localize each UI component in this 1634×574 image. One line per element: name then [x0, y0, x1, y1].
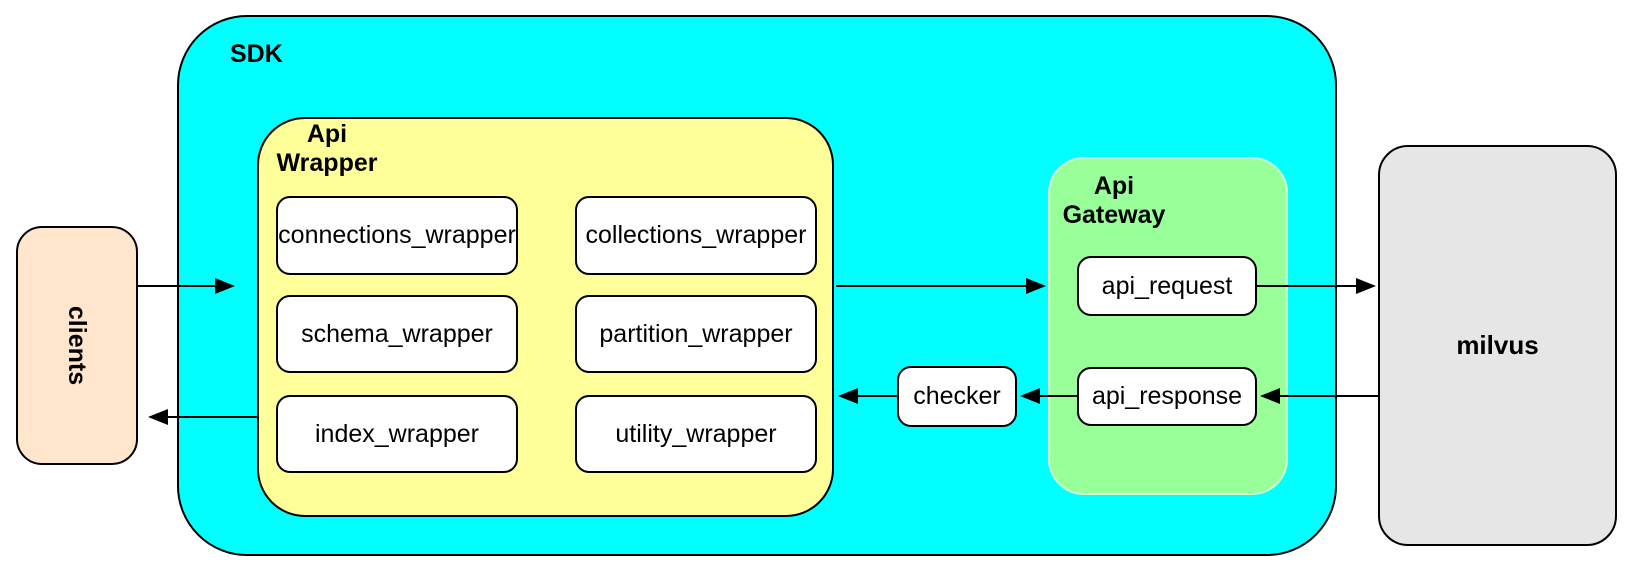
api-response-box: api_response — [1077, 367, 1257, 426]
api-gateway-label-line2: Gateway — [1062, 201, 1166, 229]
api-gateway-container — [1048, 157, 1288, 495]
collections-wrapper-box: collections_wrapper — [575, 196, 817, 275]
clients-node: clients — [16, 226, 138, 465]
connections-wrapper-box: connections_wrapper — [276, 196, 518, 275]
index-wrapper-box: index_wrapper — [276, 395, 518, 473]
partition-wrapper-box: partition_wrapper — [575, 295, 817, 373]
api-wrapper-label: Api Wrapper — [262, 120, 392, 178]
api-gateway-label-line1: Api — [1093, 172, 1135, 200]
schema-wrapper-box: schema_wrapper — [276, 295, 518, 373]
api-gateway-label: Api Gateway — [1048, 172, 1180, 230]
milvus-node: milvus — [1378, 145, 1617, 546]
sdk-label: SDK — [230, 40, 283, 68]
api-wrapper-label-line1: Api — [306, 120, 348, 148]
api-wrapper-label-line2: Wrapper — [276, 149, 378, 177]
clients-label: clients — [63, 305, 92, 386]
utility-wrapper-box: utility_wrapper — [575, 395, 817, 473]
api-request-box: api_request — [1077, 256, 1257, 316]
checker-box: checker — [897, 366, 1017, 427]
milvus-label: milvus — [1456, 330, 1539, 360]
